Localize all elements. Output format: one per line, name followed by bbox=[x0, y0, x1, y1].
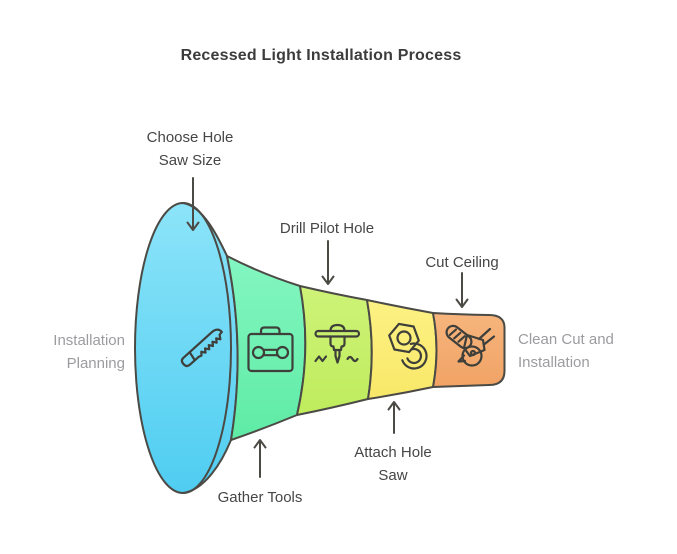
callout-gather-tools: Gather Tools bbox=[160, 486, 360, 509]
arrow-down-choose-icon bbox=[186, 177, 200, 231]
funnel-exit-label: Clean Cut and Installation bbox=[518, 328, 677, 374]
callout-line: Attach Hole bbox=[354, 444, 432, 461]
toolbox-wrench-icon bbox=[247, 326, 294, 373]
callout-line: Drill Pilot Hole bbox=[279, 220, 375, 237]
callout-line: Saw bbox=[378, 467, 408, 484]
funnel-stage-cut-ceiling bbox=[432, 312, 506, 388]
hand-saw-icon bbox=[180, 328, 223, 368]
callout-drill-pilot-hole: Drill Pilot Hole bbox=[227, 217, 427, 240]
angle-grinder-icon bbox=[445, 324, 496, 367]
callout-line: Gather Tools bbox=[217, 489, 303, 506]
funnel-mouth-rim bbox=[182, 202, 232, 494]
callout-choose-hole-saw-size: Choose Hole Saw Size bbox=[90, 126, 290, 172]
side-label-line: Planning bbox=[66, 355, 125, 372]
hex-nut-icon bbox=[388, 322, 428, 370]
callout-line: Cut Ceiling bbox=[425, 254, 499, 271]
arrow-down-cut-icon bbox=[455, 272, 469, 308]
diagram-title: Recessed Light Installation Process bbox=[180, 47, 462, 64]
jackhammer-icon bbox=[314, 323, 361, 364]
arrow-up-attach-icon bbox=[387, 401, 401, 434]
callout-line: Saw Size bbox=[158, 152, 222, 169]
callout-cut-ceiling: Cut Ceiling bbox=[362, 251, 562, 274]
arrow-up-gather-icon bbox=[253, 439, 267, 478]
funnel-entry-label: Installation Planning bbox=[0, 329, 125, 375]
funnel-stage-choose-hole-saw-size bbox=[134, 202, 239, 494]
funnel-stage-attach-hole-saw bbox=[366, 299, 438, 400]
arrow-down-drill-icon bbox=[321, 240, 335, 285]
side-label-line: Installation bbox=[53, 332, 125, 349]
side-label-line: Clean Cut and bbox=[518, 331, 614, 348]
callout-attach-hole-saw: Attach Hole Saw bbox=[293, 441, 493, 487]
callout-line: Choose Hole bbox=[146, 129, 234, 146]
side-label-line: Installation bbox=[518, 354, 590, 371]
